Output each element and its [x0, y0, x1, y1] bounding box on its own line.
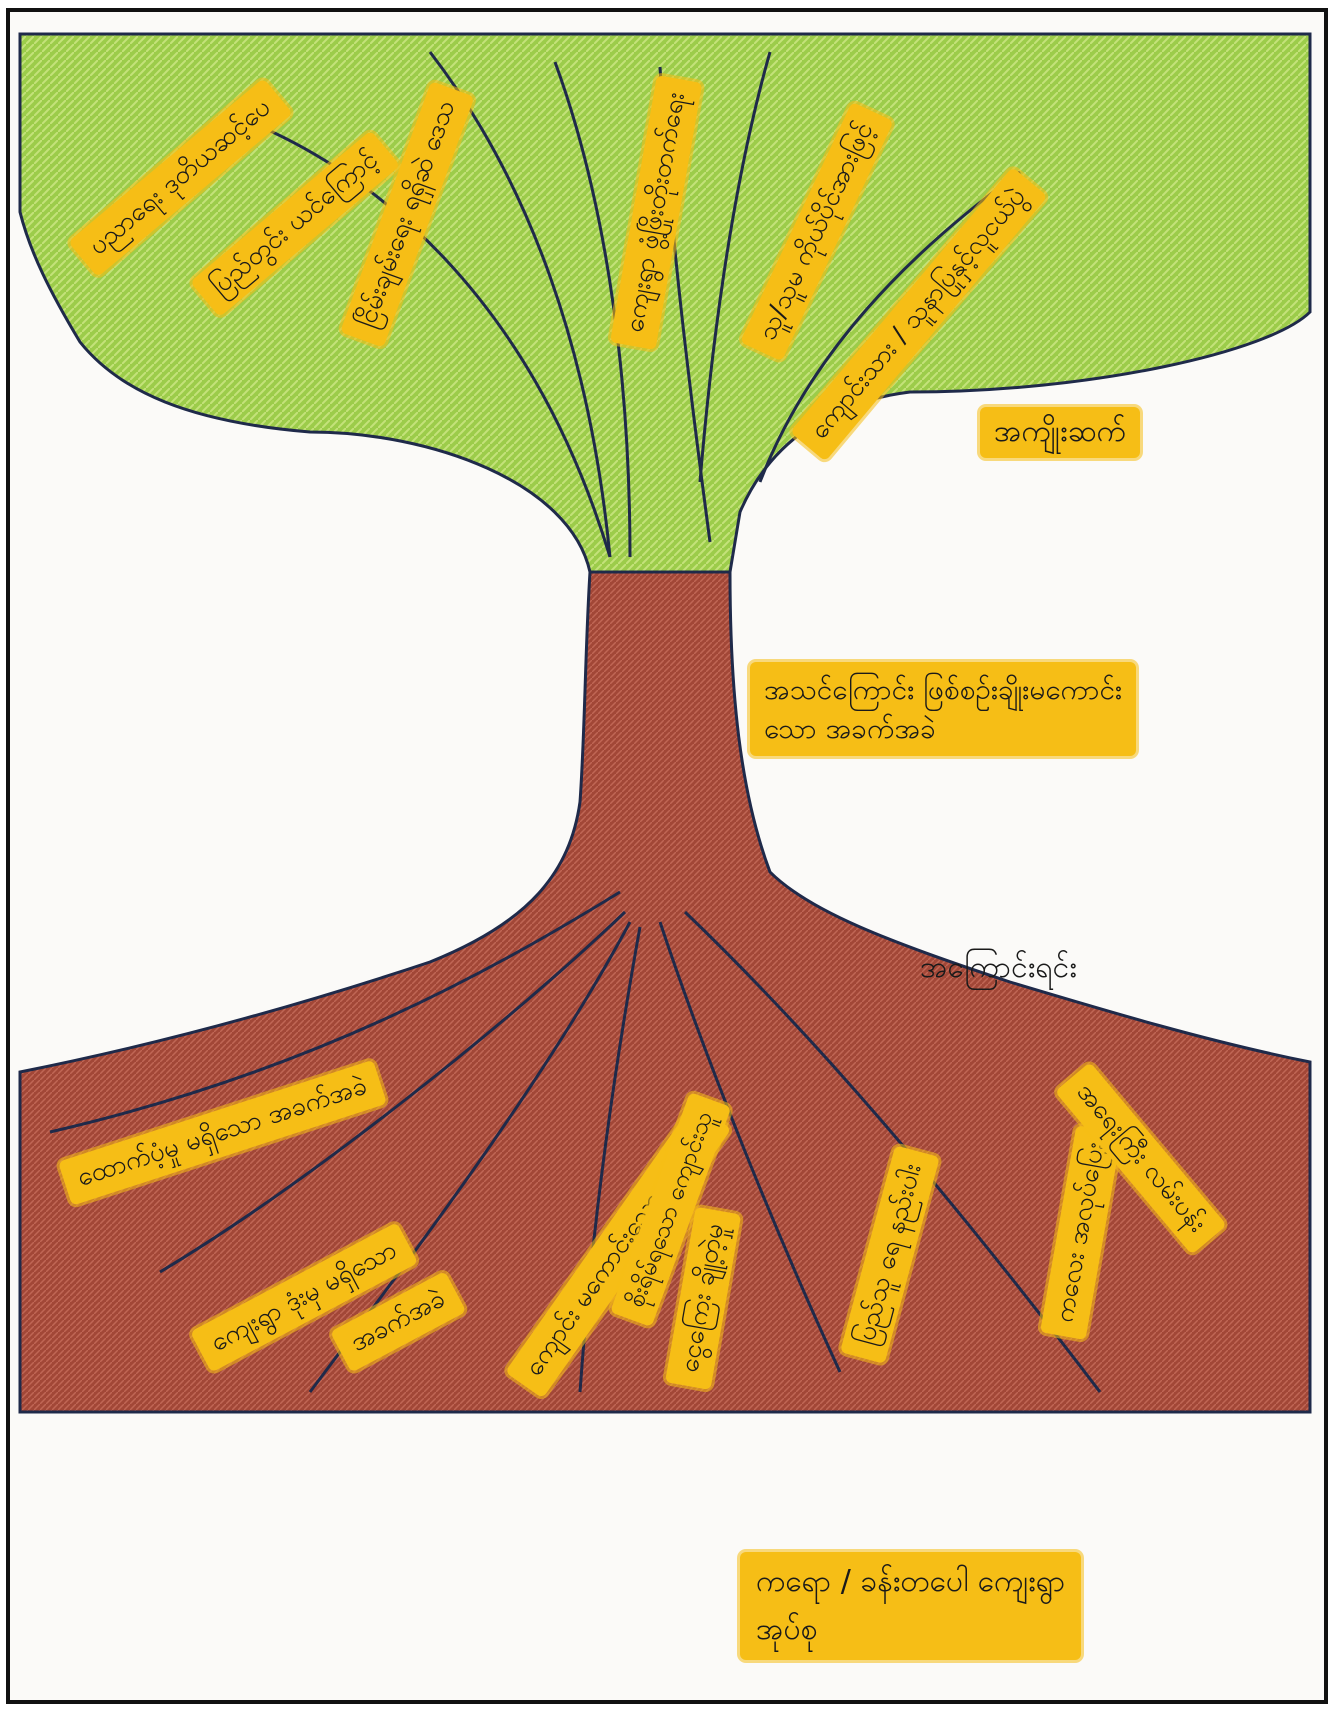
location-line-1: ကရော / ခန်းတပေါ ကျေးရွာ [756, 1564, 1065, 1599]
core-problem-line-1: အသင်ကြောင်း ဖြစ်စဉ်းချိုးမကောင်း [764, 673, 1122, 706]
cause-heading: အကြောင်းရင်း [920, 947, 1077, 992]
effect-heading: အကျိုးဆက် [980, 407, 1140, 458]
core-problem-label: အသင်ကြောင်း ဖြစ်စဉ်းချိုးမကောင်း သော အခက… [750, 662, 1136, 756]
location-line-2: အုပ်စု [756, 1612, 818, 1647]
location-label: ကရော / ခန်းတပေါ ကျေးရွာ အုပ်စု [740, 1552, 1081, 1660]
core-problem-line-2: သော အခက်အခဲ [764, 712, 936, 745]
drawing-frame: ပညာရေး ဒုတိယဆင့်ပေ ပြည်တွင်း ယင်ကြောင့် … [6, 8, 1328, 1704]
